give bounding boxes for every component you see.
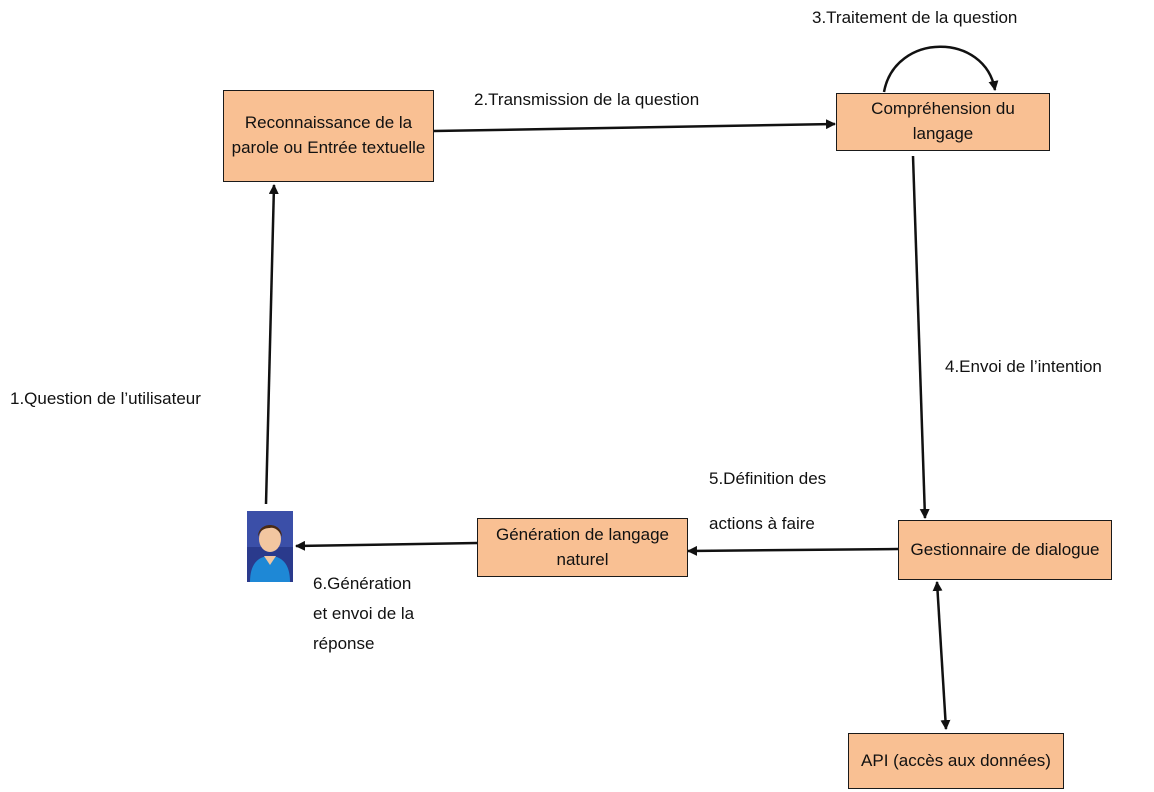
- node-comprehension-label: Compréhension du langage: [871, 99, 1015, 143]
- arrow-step3-loop: [882, 45, 999, 93]
- arrow-api-bidirectional: [932, 581, 951, 730]
- node-api-label: API (accès aux données): [861, 750, 1051, 770]
- node-reconnaissance-label: Reconnaissance de la parole ou Entrée te…: [231, 113, 426, 157]
- node-gestionnaire: Gestionnaire de dialogue: [898, 520, 1112, 580]
- edge-label-step6-line3: réponse: [313, 634, 375, 653]
- arrow-step1: [264, 184, 279, 505]
- arrow-step2: [433, 119, 836, 133]
- node-api: API (accès aux données): [848, 733, 1064, 789]
- edge-label-step6-line1: 6.Génération: [313, 574, 412, 593]
- edge-label-step6: 6.Génération et envoi de la réponse: [313, 569, 414, 659]
- node-gestionnaire-label: Gestionnaire de dialogue: [910, 539, 1100, 559]
- arrow-step6: [295, 540, 478, 551]
- edge-label-step2: 2.Transmission de la question: [474, 90, 700, 109]
- edge-label-step6-line2: et envoi de la: [313, 604, 415, 623]
- edge-label-step5-line2: actions à faire: [709, 514, 815, 533]
- node-generation: Génération de langage naturel: [477, 518, 688, 577]
- node-generation-label: Génération de langage naturel: [496, 524, 669, 569]
- edge-label-step3: 3.Traitement de la question: [812, 8, 1018, 27]
- edge-label-step5: 5.Définition des actions à faire: [709, 456, 826, 546]
- edge-label-step4: 4.Envoi de l’intention: [945, 357, 1102, 376]
- user-avatar-icon: [247, 511, 293, 582]
- edge-label-step1: 1.Question de l’utilisateur: [10, 389, 201, 408]
- arrow-step4: [911, 155, 930, 519]
- edge-label-step5-line1: 5.Définition des: [709, 469, 827, 488]
- node-reconnaissance: Reconnaissance de la parole ou Entrée te…: [223, 90, 434, 182]
- node-comprehension: Compréhension du langage: [836, 93, 1050, 151]
- arrow-step5: [687, 545, 899, 556]
